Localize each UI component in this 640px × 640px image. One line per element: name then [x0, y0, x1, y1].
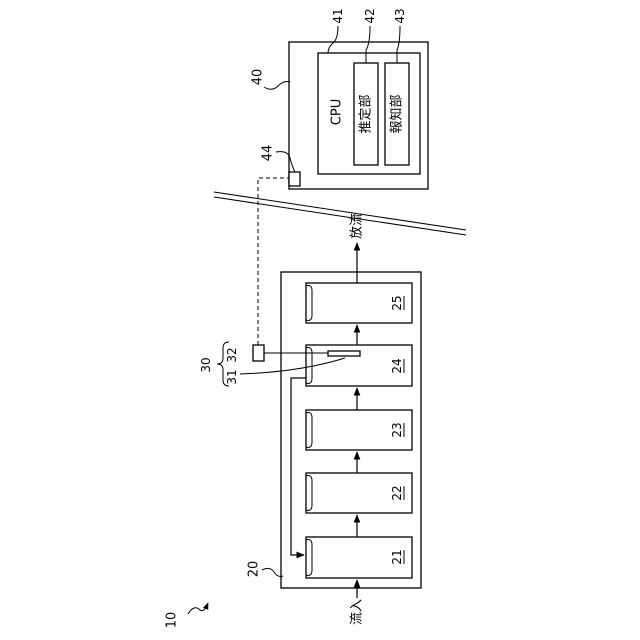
cpu-ref-label: 41 [331, 8, 345, 23]
tank-25-label: 25 [390, 295, 404, 310]
tank-22-label: 22 [390, 485, 404, 500]
sensor-unit [253, 345, 264, 361]
inflow-label: 流入 [350, 599, 365, 625]
tank-23-label: 23 [390, 422, 404, 437]
tank-23: 23 [306, 410, 412, 450]
tank-21: 21 [306, 537, 412, 578]
notifier-label: 報知部 [389, 94, 405, 133]
notifier-ref-label: 43 [393, 8, 407, 23]
network-break-line-1 [214, 192, 466, 230]
discharge-label: 放流 [350, 213, 365, 239]
device-ref-label: 40 [251, 69, 266, 86]
probe-ref-label: 31 [225, 369, 239, 384]
tank-25: 25 [306, 283, 412, 323]
port-ref-label: 44 [261, 145, 276, 162]
plant-ref-label: 20 [247, 561, 262, 578]
system-ref-arrow [188, 603, 208, 614]
estimator-ref-label: 42 [363, 8, 377, 23]
communication-port [289, 172, 300, 186]
tank-22: 22 [306, 473, 412, 513]
tank-24-label: 24 [390, 358, 404, 373]
plant-ref-leader [262, 568, 283, 576]
estimator-label: 推定部 [359, 94, 374, 133]
sensor-ref-label: 30 [199, 357, 213, 372]
tank-21-label: 21 [390, 549, 404, 564]
system-ref-label: 10 [165, 612, 180, 629]
cpu-label: CPU [330, 99, 345, 125]
device-ref-leader [264, 82, 290, 90]
network-break-line-2 [214, 197, 466, 235]
unit-ref-label: 32 [225, 347, 239, 362]
sensor-probe [328, 351, 360, 356]
